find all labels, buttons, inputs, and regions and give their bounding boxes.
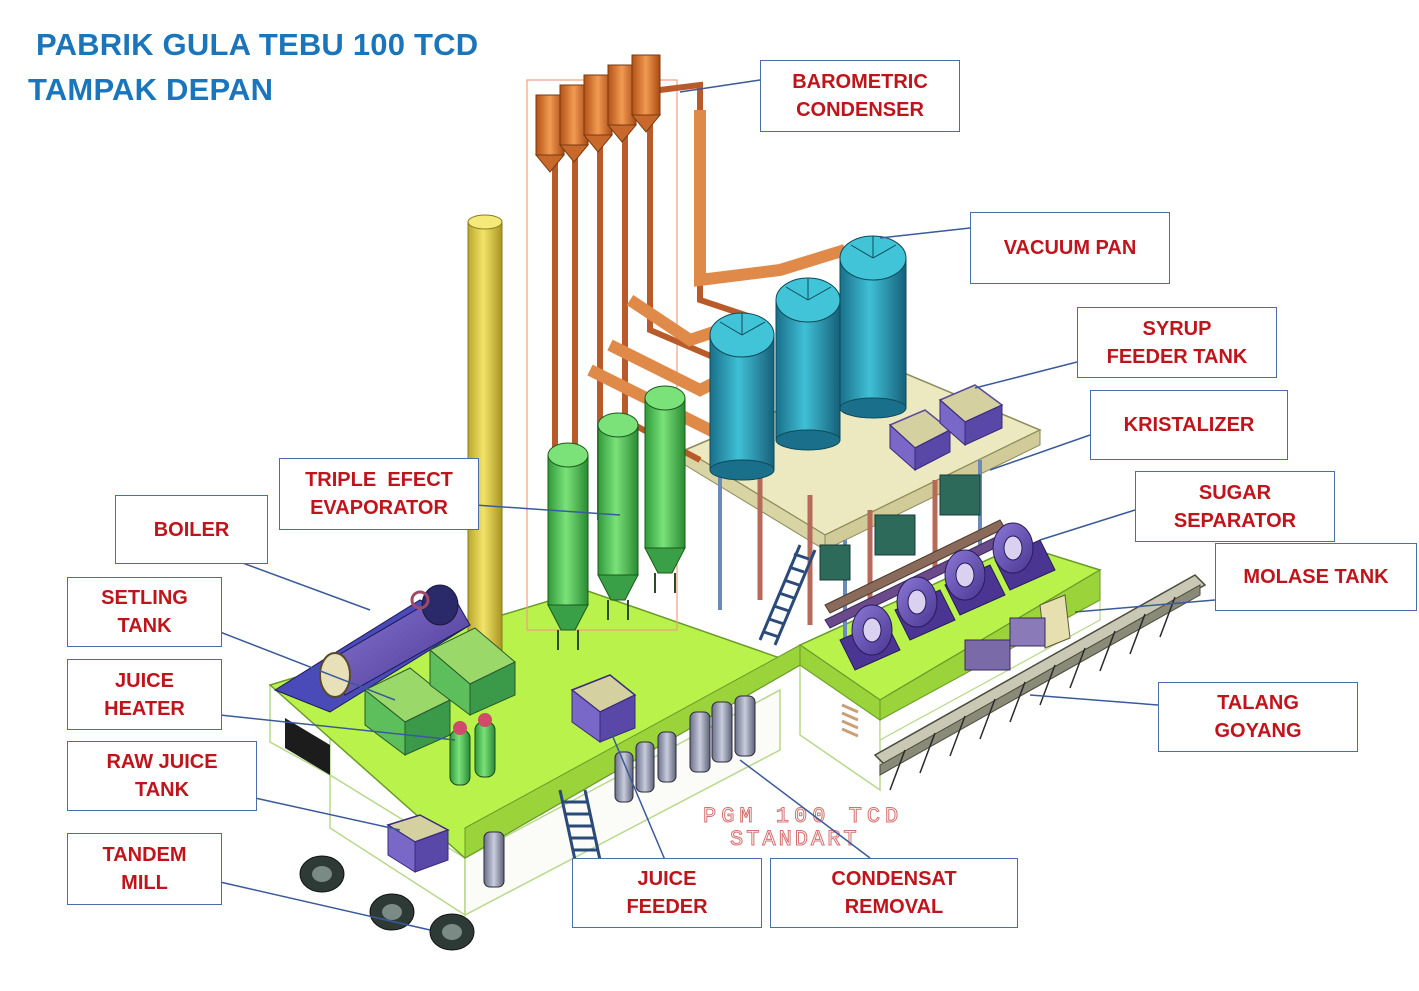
syrup-feeder-tanks bbox=[888, 384, 1004, 472]
juice-feeder-tank bbox=[570, 674, 637, 743]
pgm-watermark: PGM 100 TCD STANDART bbox=[703, 804, 903, 853]
label-text: HEATER bbox=[104, 697, 185, 720]
label-text: JUICE bbox=[637, 868, 697, 890]
label-talang-goyang: TALANG GOYANG bbox=[1158, 682, 1358, 752]
label-text: TANK bbox=[117, 615, 172, 637]
label-text: SEPARATOR bbox=[1173, 509, 1297, 532]
molase-tank bbox=[964, 594, 1071, 671]
watermark-line2: STANDART bbox=[730, 827, 860, 852]
title-line2: TAMPAK DEPAN bbox=[28, 72, 274, 107]
label-text: BOILER bbox=[153, 518, 230, 541]
label-text: MILL bbox=[121, 872, 168, 894]
label-text: TANK bbox=[134, 779, 190, 801]
label-text: KRISTALIZER bbox=[1123, 414, 1255, 436]
label-text: CONDENSAT bbox=[831, 868, 957, 890]
label-setling-tank: SETLING TANK bbox=[67, 577, 222, 647]
label-text: VACUUM PAN bbox=[1003, 237, 1137, 259]
talang-goyang bbox=[873, 574, 1207, 791]
label-text: TALANG bbox=[1217, 692, 1299, 714]
settling-tanks bbox=[364, 627, 516, 756]
kristalizer-units bbox=[819, 474, 981, 581]
label-boiler: BOILER bbox=[115, 495, 268, 564]
label-triple-efect-evaporator: TRIPLE EFECT EVAPORATOR bbox=[279, 458, 479, 530]
tandem-mill bbox=[299, 855, 475, 951]
label-barometric-condenser: BAROMETRIC CONDENSER bbox=[760, 60, 960, 132]
label-text: EVAPORATOR bbox=[310, 497, 448, 519]
label-text: GOYANG bbox=[1214, 720, 1302, 742]
label-text: TRIPLE EFECT bbox=[305, 469, 453, 491]
label-text: REMOVAL bbox=[844, 896, 944, 918]
label-text: CONDENSER bbox=[796, 99, 924, 121]
label-text: MOLASE TANK bbox=[1243, 566, 1389, 588]
boiler bbox=[273, 584, 472, 713]
vacuum-pans bbox=[709, 235, 907, 481]
label-text: JUICE bbox=[115, 669, 174, 692]
label-text: FEEDER bbox=[626, 896, 708, 918]
label-syrup-feeder-tank: SYRUP FEEDER TANK bbox=[1077, 307, 1277, 378]
evaporators bbox=[547, 385, 686, 650]
label-text: RAW JUICE bbox=[106, 751, 218, 773]
label-kristalizer: KRISTALIZER bbox=[1090, 390, 1288, 460]
condensat-pumps bbox=[483, 695, 756, 888]
label-tandem-mill: TANDEM MILL bbox=[67, 833, 222, 905]
label-vacuum-pan: VACUUM PAN bbox=[970, 212, 1170, 284]
juice-heaters bbox=[449, 713, 496, 786]
label-sugar-separator: SUGAR SEPARATOR bbox=[1135, 471, 1335, 542]
label-molase-tank: MOLASE TANK bbox=[1215, 543, 1417, 611]
chimney bbox=[467, 214, 503, 653]
label-text: SYRUP bbox=[1142, 317, 1212, 340]
label-condensat-removal: CONDENSAT REMOVAL bbox=[770, 858, 1018, 928]
label-text: TANDEM bbox=[102, 844, 187, 866]
label-juice-heater: JUICE HEATER bbox=[67, 659, 222, 730]
label-text: FEEDER TANK bbox=[1106, 345, 1248, 368]
staircase bbox=[758, 544, 817, 646]
label-juice-feeder: JUICE FEEDER bbox=[572, 858, 762, 928]
sugar-separators bbox=[839, 522, 1056, 671]
lower-staircase bbox=[558, 789, 602, 861]
title-line1: PABRIK GULA TEBU 100 TCD bbox=[36, 27, 479, 62]
raw-juice-tank bbox=[386, 814, 450, 873]
label-text: BAROMETRIC bbox=[792, 71, 928, 93]
label-raw-juice-tank: RAW JUICE TANK bbox=[67, 741, 257, 811]
leader-lines bbox=[219, 79, 1216, 931]
label-text: SETLING bbox=[101, 587, 188, 609]
watermark-line1: PGM 100 TCD bbox=[703, 804, 903, 829]
label-text: SUGAR bbox=[1198, 481, 1272, 504]
